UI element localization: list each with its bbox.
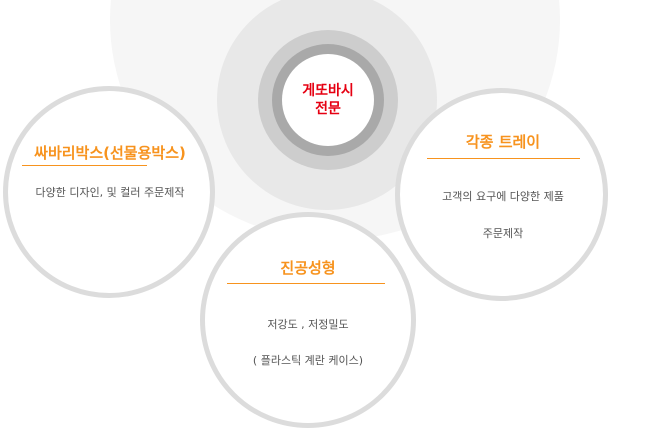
center-line1: 게또바시 [302, 83, 354, 99]
left-title: 싸바리박스(선물용박스) [34, 144, 186, 162]
right-service-circle [395, 88, 608, 301]
left-divider [22, 165, 147, 166]
bottom-divider [227, 283, 385, 284]
right-desc-2: 주문제작 [482, 227, 524, 240]
left-service-circle [3, 86, 215, 298]
right-divider [427, 158, 580, 159]
right-title: 각종 트레이 [465, 133, 541, 151]
bottom-desc-2: ( 플라스틱 계란 케이스) [252, 354, 364, 367]
bottom-desc-1: 저강도 , 저정밀도 [267, 318, 349, 331]
bottom-title: 진공성형 [280, 259, 336, 277]
bottom-service-circle [200, 212, 416, 428]
right-desc-1: 고객의 요구에 다양한 제품 [442, 190, 564, 203]
center-line2: 전문 [315, 101, 341, 117]
left-desc-1: 다양한 디자인, 및 컬러 주문제작 [35, 186, 185, 199]
